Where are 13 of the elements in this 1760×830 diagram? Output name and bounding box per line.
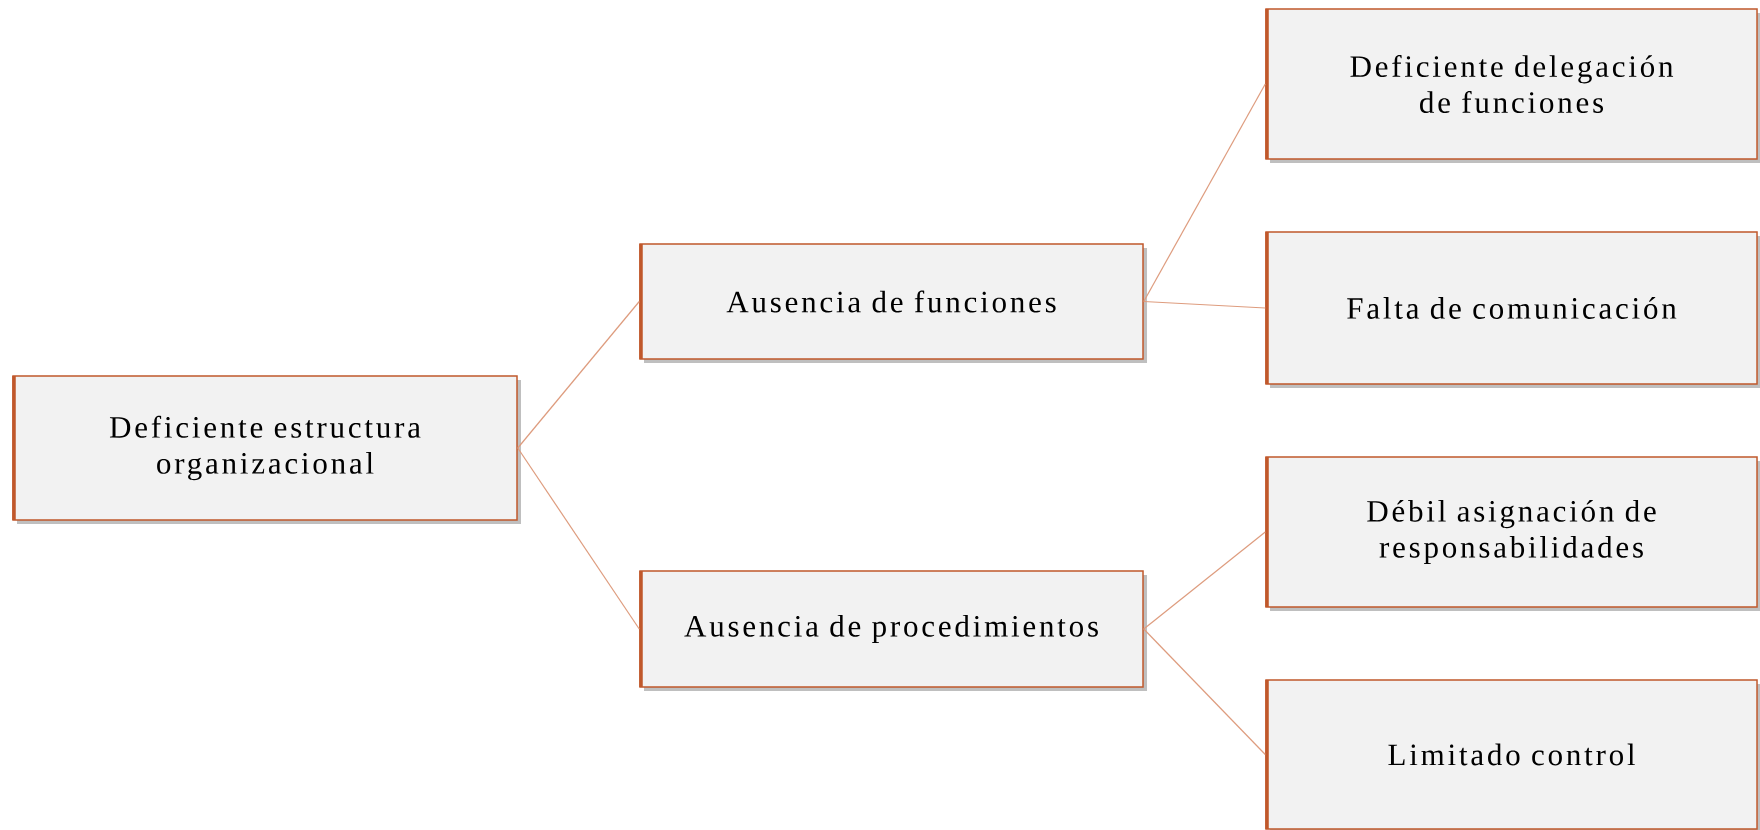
text-box: Falta de comunicación bbox=[1265, 231, 1760, 388]
text-box: Ausencia de procedimientos bbox=[639, 570, 1147, 691]
text-box: Ausencia de funciones bbox=[639, 243, 1147, 363]
connector-line bbox=[517, 447, 640, 630]
text-box: Limitado control bbox=[1265, 679, 1760, 830]
connector-line bbox=[1143, 300, 1266, 309]
text-box: Deficiente delegación de funciones bbox=[1265, 8, 1760, 163]
connector-line bbox=[517, 300, 640, 449]
text-box: Débil asignación de responsabilidades bbox=[1265, 456, 1760, 611]
text-box: Deficiente estructura organizacional bbox=[12, 375, 521, 524]
connector-line bbox=[1143, 628, 1266, 756]
connector-line bbox=[1143, 83, 1266, 303]
connector-line bbox=[1143, 531, 1266, 630]
